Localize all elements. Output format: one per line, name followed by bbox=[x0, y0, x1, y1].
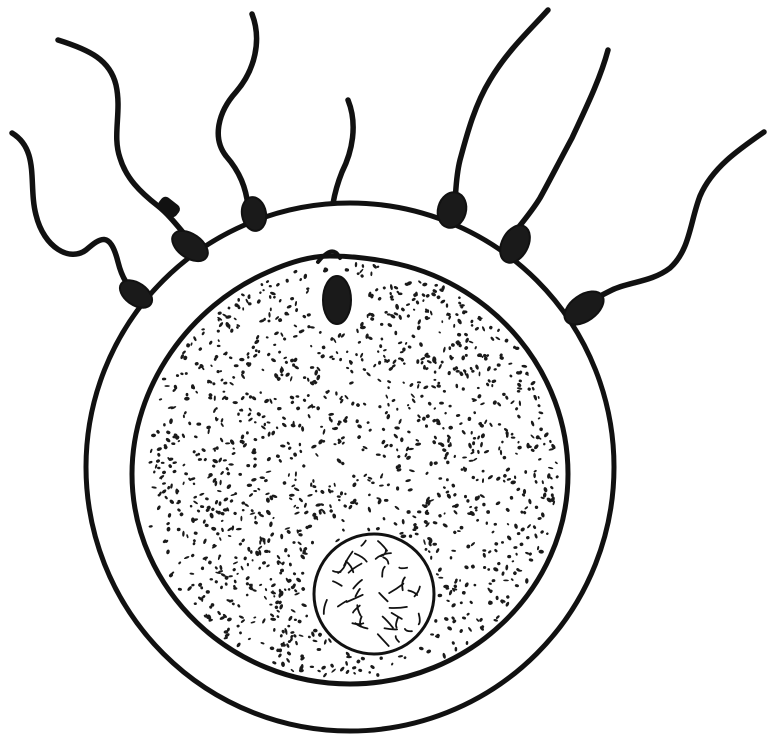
granule bbox=[164, 385, 169, 387]
sperm-midpiece-2 bbox=[156, 195, 182, 220]
granule bbox=[515, 347, 520, 350]
granule bbox=[446, 303, 448, 307]
granule bbox=[246, 464, 250, 467]
granule bbox=[196, 423, 201, 426]
entering-sperm-head bbox=[323, 276, 351, 324]
granule bbox=[206, 590, 210, 594]
sperm-tail-3 bbox=[218, 14, 256, 206]
granule bbox=[412, 528, 416, 531]
granule bbox=[251, 451, 256, 454]
granule bbox=[371, 482, 375, 485]
granule bbox=[332, 358, 335, 360]
chromatin-strand bbox=[419, 614, 420, 625]
granule bbox=[259, 540, 261, 545]
granule bbox=[384, 499, 389, 502]
granule bbox=[455, 647, 458, 652]
granule bbox=[439, 402, 444, 405]
chromatin-strand bbox=[399, 568, 407, 569]
sperm-tail-7 bbox=[584, 132, 764, 306]
sperm-tail-6 bbox=[518, 50, 608, 228]
granule bbox=[234, 364, 239, 367]
granule bbox=[250, 550, 253, 554]
granule bbox=[507, 555, 511, 558]
sperm-tail-5 bbox=[455, 10, 548, 202]
nucleus bbox=[314, 534, 434, 654]
granule bbox=[264, 550, 269, 553]
sperm-2 bbox=[156, 195, 213, 268]
